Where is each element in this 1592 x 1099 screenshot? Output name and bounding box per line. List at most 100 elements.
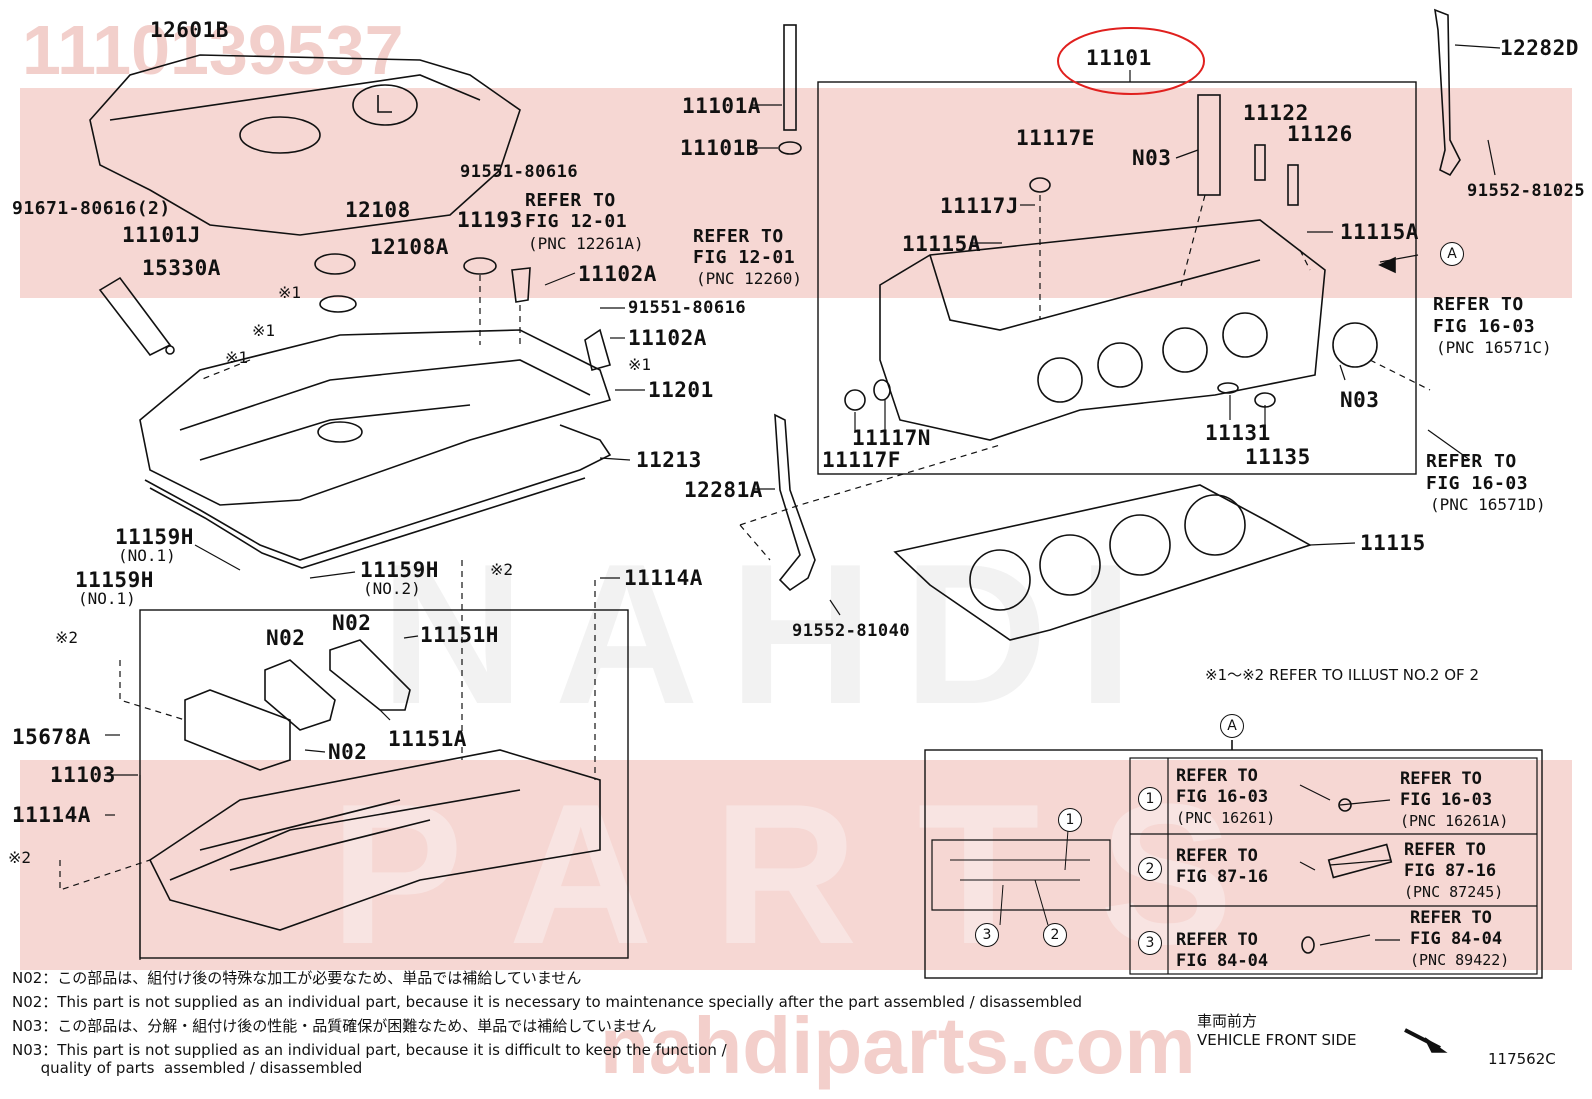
detail-a-circle: A <box>1220 714 1244 738</box>
watermark-site: nahdiparts.com <box>600 1001 1196 1090</box>
note-n02-jp: N02：この部品は、組付け後の特殊な加工が必要なため、単品では補給していません <box>12 969 582 987</box>
label-11101B: 11101B <box>680 136 759 160</box>
label-mark1-c: ※1 <box>225 348 249 367</box>
label-12108A: 12108A <box>370 235 449 259</box>
label-11159H-a: 11159H <box>115 525 194 549</box>
label-refer-c: REFER TO <box>1433 294 1524 315</box>
engine-hanger-front <box>774 413 816 592</box>
note-n03-en: N03：This part is not supplied as an indi… <box>12 1041 727 1059</box>
detail-row-1-num: 1 <box>1138 787 1162 811</box>
label-fig-c: FIG 16-03 <box>1433 316 1536 337</box>
label-91552-b: 91552-81025 <box>1467 181 1586 201</box>
label-12282D: 12282D <box>1500 36 1579 60</box>
watermark-part-number: 1110139537 <box>22 11 404 89</box>
label-11131: 11131 <box>1205 421 1271 445</box>
label-11115A-a: 11115A <box>902 232 981 256</box>
label-N02-a: N02 <box>266 626 306 650</box>
label-11117J: 11117J <box>940 194 1019 218</box>
figure-code: 117562C <box>1488 1050 1556 1068</box>
label-11101A: 11101A <box>682 94 761 118</box>
label-mark1-b: ※1 <box>252 321 276 340</box>
label-11159H-b: 11159H <box>75 568 154 592</box>
label-pnc-16571C: (PNC 16571C) <box>1436 338 1552 357</box>
cylinder-head-gasket <box>893 484 1312 641</box>
label-pnc-12260: (PNC 12260) <box>696 269 802 288</box>
label-11102A-b: 11102A <box>628 326 707 350</box>
vehicle-front-en: VEHICLE FRONT SIDE <box>1197 1031 1357 1049</box>
note-n03-jp: N03：この部品は、分解・組付け後の性能・品質確保が困難なため、単品では補給して… <box>12 1017 657 1035</box>
detail-row-2-num: 2 <box>1138 857 1162 881</box>
note-n03-en-cont: quality of parts assembled / disassemble… <box>12 1059 363 1077</box>
cylinder-head-frame <box>817 81 1417 475</box>
label-11151A: 11151A <box>388 727 467 751</box>
label-pnc-12261A: (PNC 12261A) <box>528 234 644 253</box>
label-illust-ref: ※1～※2 REFER TO ILLUST NO.2 OF 2 <box>1205 666 1479 684</box>
watermark-band-bottom <box>20 760 1572 970</box>
label-12601B: 12601B <box>150 18 229 42</box>
head-bolt <box>783 24 797 131</box>
detail-a-frame <box>924 749 1543 979</box>
bearing-cap-2 <box>264 659 336 731</box>
label-N03-a: N03 <box>1132 146 1172 170</box>
label-11115A-b: 11115A <box>1340 220 1419 244</box>
label-11102A-a: 11102A <box>578 262 657 286</box>
label-refer-1201a: REFER TO <box>525 190 616 211</box>
label-12108: 12108 <box>345 198 411 222</box>
label-11126: 11126 <box>1287 122 1353 146</box>
label-11115: 11115 <box>1360 531 1426 555</box>
camshaft-housing <box>148 749 601 931</box>
watermark-brand-sub: PARTS <box>330 763 1293 986</box>
detail-row-1-right: REFER TO FIG 16-03 (PNC 16261A) <box>1400 769 1509 830</box>
label-mark1-a: ※1 <box>278 283 302 302</box>
label-N02-b: N02 <box>332 611 372 635</box>
detail-row-1-left: REFER TO FIG 16-03 (PNC 16261) <box>1176 766 1276 827</box>
label-11151H: 11151H <box>420 623 499 647</box>
detail-row-2-left: REFER TO FIG 87-16 <box>1176 846 1269 888</box>
label-15330A: 15330A <box>142 256 221 280</box>
label-pnc-16571D: (PNC 16571D) <box>1430 495 1546 514</box>
detail-callout-2: 2 <box>1043 923 1067 947</box>
note-n02-en: N02：This part is not supplied as an indi… <box>12 993 1083 1011</box>
label-11103: 11103 <box>50 763 116 787</box>
label-91552-a: 91552-81040 <box>792 621 911 641</box>
label-11114A-b: 11114A <box>12 803 91 827</box>
label-11135: 11135 <box>1245 445 1311 469</box>
label-91551-a: 91551-80616 <box>460 162 579 182</box>
label-11117N: 11117N <box>852 426 931 450</box>
detail-callout-3: 3 <box>975 923 999 947</box>
cylinder-head-cover <box>139 329 612 506</box>
label-N02-c: N02 <box>328 740 368 764</box>
label-mark2-a: ※2 <box>490 560 514 579</box>
label-11101-highlighted: 11101 <box>1086 46 1152 70</box>
label-11122: 11122 <box>1243 101 1309 125</box>
label-11101J: 11101J <box>122 223 201 247</box>
detail-callout-1: 1 <box>1058 808 1082 832</box>
oil-filler-cap <box>314 253 356 275</box>
label-refer-1201b: REFER TO <box>693 226 784 247</box>
detail-row-3-left: REFER TO FIG 84-04 <box>1176 930 1269 972</box>
engine-hanger-rear <box>1434 8 1461 177</box>
bearing-cap-3 <box>329 639 411 711</box>
watermark-brand: NAHDI <box>380 523 1164 746</box>
label-91671: 91671-80616(2) <box>12 198 171 219</box>
camshaft-frame <box>139 609 629 959</box>
label-refer-d: REFER TO <box>1426 451 1517 472</box>
engine-cover <box>89 54 521 236</box>
detail-row-3-right: REFER TO FIG 84-04 (PNC 89422) <box>1410 908 1510 969</box>
label-11117E: 11117E <box>1016 126 1095 150</box>
label-12281A: 12281A <box>684 478 763 502</box>
label-no1-b: (NO.1) <box>78 589 136 608</box>
label-fig-1201b: FIG 12-01 <box>693 247 796 268</box>
bearing-cap-1 <box>184 689 291 771</box>
label-fig-d: FIG 16-03 <box>1426 473 1529 494</box>
label-mark2-b: ※2 <box>55 628 79 647</box>
head-cover-gasket <box>144 424 612 561</box>
label-11114A-a: 11114A <box>624 566 703 590</box>
vehicle-front-jp: 車両前方 <box>1197 1012 1258 1030</box>
label-11193: 11193 <box>457 208 523 232</box>
label-fig-1201a: FIG 12-01 <box>525 211 628 232</box>
label-11213: 11213 <box>636 448 702 472</box>
label-11159H-c: 11159H <box>360 558 439 582</box>
callout-a: A <box>1440 242 1464 266</box>
